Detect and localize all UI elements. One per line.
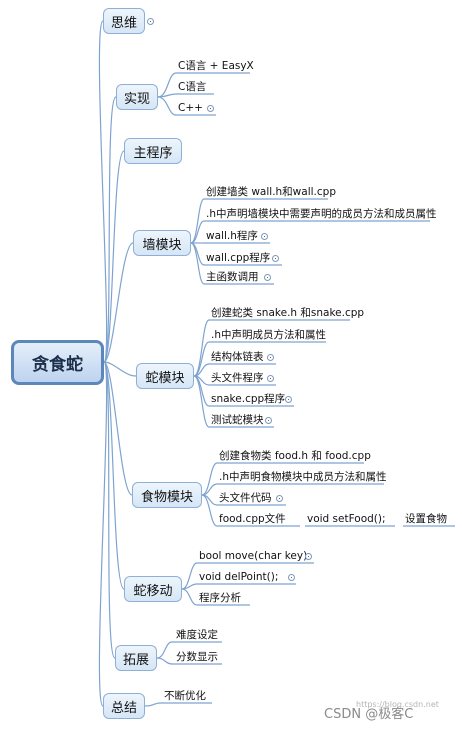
root-connector xyxy=(103,361,125,590)
snake-item-4[interactable]: 头文件程序 xyxy=(211,372,264,384)
expand-icon[interactable] xyxy=(264,274,271,281)
root-connector xyxy=(103,361,133,496)
impl-item-1[interactable]: C语言 + EasyX xyxy=(178,60,254,72)
snake-item-2[interactable]: .h中声明成员方法和属性 xyxy=(211,329,326,341)
branch-connector xyxy=(157,72,177,98)
root-connector xyxy=(98,20,108,363)
root-connector xyxy=(103,242,134,363)
branch-ext[interactable]: 拓展 xyxy=(115,645,157,671)
branch-connector xyxy=(157,96,177,116)
expand-icon[interactable] xyxy=(305,553,312,560)
wall-item-4[interactable]: wall.cpp程序 xyxy=(206,252,271,264)
branch-impl[interactable]: 实现 xyxy=(116,84,158,110)
branch-main[interactable]: 主程序 xyxy=(124,138,182,164)
wall-item-2[interactable]: .h中声明墙模块中需要声明的成员方法和成员属性 xyxy=(206,208,437,220)
root-connector xyxy=(103,361,116,659)
root-connector xyxy=(103,96,117,363)
branch-connector xyxy=(201,494,218,506)
branch-summary[interactable]: 总结 xyxy=(103,693,145,719)
branch-connector xyxy=(193,319,210,377)
ext-item-1[interactable]: 难度设定 xyxy=(176,629,218,641)
branch-thinking[interactable]: 思维 xyxy=(103,8,145,34)
branch-connector xyxy=(193,375,210,407)
branch-connector xyxy=(181,562,198,590)
food-item-2[interactable]: .h中声明食物模块中成员方法和属性 xyxy=(219,471,387,483)
branch-connector xyxy=(190,242,205,266)
snake-item-3[interactable]: 结构体链表 xyxy=(211,351,264,363)
expand-icon[interactable] xyxy=(147,18,154,25)
branch-connector xyxy=(190,242,205,285)
expand-icon[interactable] xyxy=(261,233,268,240)
root-connector xyxy=(98,361,108,707)
branch-connector xyxy=(144,702,161,707)
branch-connector xyxy=(190,220,205,244)
branch-connector xyxy=(193,375,210,428)
move-item-3[interactable]: 程序分析 xyxy=(199,592,241,604)
wall-item-5[interactable]: 主函数调用 xyxy=(206,271,259,283)
expand-icon[interactable] xyxy=(267,354,274,361)
branch-connector xyxy=(201,494,218,527)
branch-wall[interactable]: 墙模块 xyxy=(133,230,191,256)
branch-connector xyxy=(181,583,198,590)
branch-move[interactable]: 蛇移动 xyxy=(124,576,182,602)
expand-icon[interactable] xyxy=(285,396,292,403)
watermark: CSDN @极客C xyxy=(324,707,414,722)
wall-item-1[interactable]: 创建墙类 wall.h和wall.cpp xyxy=(206,186,336,198)
food-item-5[interactable]: void setFood(); xyxy=(307,513,386,525)
food-item-1[interactable]: 创建食物类 food.h 和 food.cpp xyxy=(219,450,371,462)
snake-item-6[interactable]: 测试蛇模块 xyxy=(211,414,264,426)
expand-icon[interactable] xyxy=(265,417,272,424)
move-item-1[interactable]: bool move(char key); xyxy=(199,550,311,562)
branch-connector xyxy=(193,363,210,377)
branch-food[interactable]: 食物模块 xyxy=(132,482,202,508)
watermark-url: https://blog.csdn.net xyxy=(356,700,439,709)
branch-connector xyxy=(201,462,218,496)
root-connector xyxy=(103,150,125,363)
branch-connector xyxy=(156,641,173,659)
food-item-6[interactable]: 设置食物 xyxy=(405,513,447,525)
expand-icon[interactable] xyxy=(288,574,295,581)
root-connector xyxy=(103,361,137,377)
expand-icon[interactable] xyxy=(276,495,283,502)
food-item-4[interactable]: food.cpp文件 xyxy=(219,513,286,525)
summary-item-1[interactable]: 不断优化 xyxy=(164,690,206,702)
branch-connector xyxy=(190,198,205,244)
branch-snake[interactable]: 蛇模块 xyxy=(136,363,194,389)
wall-item-3[interactable]: wall.h程序 xyxy=(206,230,258,242)
ext-item-2[interactable]: 分数显示 xyxy=(176,651,218,663)
branch-connector xyxy=(193,341,210,377)
impl-item-3[interactable]: C++ xyxy=(178,102,203,114)
root-node[interactable]: 贪食蛇 xyxy=(11,340,104,385)
branch-connector xyxy=(181,588,198,606)
impl-item-2[interactable]: C语言 xyxy=(178,81,207,93)
move-item-2[interactable]: void delPoint(); xyxy=(199,571,279,583)
expand-icon[interactable] xyxy=(267,375,274,382)
food-item-3[interactable]: 头文件代码 xyxy=(219,492,272,504)
expand-icon[interactable] xyxy=(272,255,279,262)
expand-icon[interactable] xyxy=(207,105,214,112)
snake-item-5[interactable]: snake.cpp程序 xyxy=(211,393,286,405)
branch-connector xyxy=(156,657,173,665)
snake-item-1[interactable]: 创建蛇类 snake.h 和snake.cpp xyxy=(211,307,365,319)
branch-connector xyxy=(193,375,210,386)
branch-connector xyxy=(201,483,218,496)
branch-connector xyxy=(157,93,177,98)
